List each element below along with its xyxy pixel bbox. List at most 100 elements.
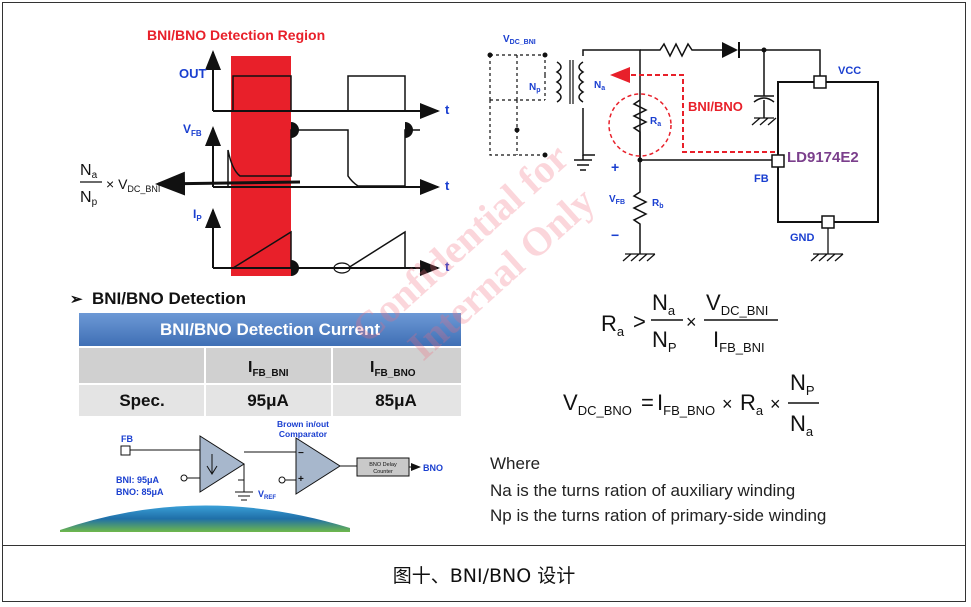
decorative-globe xyxy=(60,505,350,532)
col-header-bno: IFB_BNO xyxy=(370,359,416,379)
svg-text:IFB_BNI: IFB_BNI xyxy=(713,327,765,355)
fb-pin xyxy=(771,154,785,168)
svg-text:VDC_BNI: VDC_BNI xyxy=(706,290,768,318)
table-title: BNI/BNO Detection Current xyxy=(160,320,380,339)
equation-1: Ra > Na NP × VDC_BNI IFB_BNI xyxy=(601,290,778,355)
aux-ground xyxy=(574,159,592,171)
opamp-2 xyxy=(295,437,341,495)
detection-region-band xyxy=(231,56,291,276)
svg-text:×: × xyxy=(686,312,697,332)
svg-text:+: + xyxy=(298,474,304,485)
detection-region-title: BNI/BNO Detection Region xyxy=(147,27,325,43)
delay-line-2: Counter xyxy=(373,469,393,475)
svg-text:=: = xyxy=(641,390,654,415)
vfb-waveform xyxy=(227,129,420,187)
t-label-vfb: t xyxy=(445,178,450,193)
bullet-icon: ➢ xyxy=(70,291,83,308)
vfb-marker-2 xyxy=(405,122,413,138)
equation-2: VDC_BNO = IFB_BNO × Ra × NP Na xyxy=(563,370,819,439)
bni-bno-path-label: BNI/BNO xyxy=(688,99,743,114)
chip-name: LD9174E2 xyxy=(787,149,859,166)
svg-text:NP: NP xyxy=(790,370,815,398)
svg-text:Na: Na xyxy=(790,411,814,439)
gnd-label: GND xyxy=(790,232,815,244)
ip-label: IP xyxy=(193,207,202,223)
waveform-panel: BNI/BNO Detection Region OUT t VFB t IP … xyxy=(80,27,450,276)
comparator-section: FB BNI: 95μA BNO: 85μA − + VREF Brown in… xyxy=(60,419,443,532)
vdc-bni-label: VDC_BNI xyxy=(503,34,536,46)
svg-text:Na: Na xyxy=(80,162,98,181)
delay-line-1: BNO Delay xyxy=(369,462,397,468)
table-data-row xyxy=(79,385,461,416)
svg-text:NP: NP xyxy=(652,327,677,355)
table-header xyxy=(79,313,461,346)
minus-sign: − xyxy=(611,227,619,243)
ratio-arrow xyxy=(155,171,301,196)
detection-heading: BNI/BNO Detection xyxy=(92,289,246,308)
t-label-out: t xyxy=(445,102,450,117)
resistor-rb xyxy=(632,160,648,254)
series-resistor xyxy=(640,42,722,58)
svg-text:×: × xyxy=(770,394,781,414)
figure-caption: 图十、BNI/BNO 设计 xyxy=(392,564,576,587)
bno-output-label: BNO xyxy=(423,463,443,473)
ratio-label: Na Np × VDC_BNI xyxy=(80,162,160,208)
svg-text:Na: Na xyxy=(652,290,676,318)
out-label: OUT xyxy=(179,66,207,81)
np-label: Np xyxy=(529,82,541,94)
row-label-spec: Spec. xyxy=(119,391,164,410)
ip-marker-2 xyxy=(333,262,351,274)
na-label: Na xyxy=(594,80,605,92)
vfb-schematic-label: VFB xyxy=(609,194,625,206)
t-label-ip: t xyxy=(445,259,450,274)
svg-text:IFB_BNO: IFB_BNO xyxy=(657,390,715,418)
bni-bno-current-path xyxy=(610,67,775,153)
auxiliary-coil xyxy=(578,61,585,103)
ip-marker-1 xyxy=(291,260,299,276)
svg-text:× VDC_BNI: × VDC_BNI xyxy=(106,176,160,194)
rb-ground xyxy=(622,253,656,262)
out-waveform xyxy=(213,75,406,112)
comparator-title-1: Brown in/out xyxy=(277,419,329,429)
ra-label: Ra xyxy=(650,116,661,128)
rb-label: Rb xyxy=(652,198,664,210)
col-header-bni: IFB_BNI xyxy=(248,359,289,379)
where-label: Where xyxy=(490,454,540,473)
bni-current-label: BNI: 95μA xyxy=(116,475,160,485)
chip-ground xyxy=(810,228,844,262)
gnd-pin xyxy=(821,215,835,229)
primary-coil xyxy=(555,61,562,103)
opamp-1 xyxy=(199,435,245,493)
caption-row: 图十、BNI/BNO 设计 xyxy=(2,545,966,602)
vcc-capacitor xyxy=(753,50,775,118)
svg-text:VDC_BNO: VDC_BNO xyxy=(563,390,632,418)
svg-text:−: − xyxy=(298,448,304,459)
comparator-title-2: Comparator xyxy=(279,429,328,439)
ip-waveform xyxy=(232,230,406,269)
primary-side-dashed xyxy=(489,54,546,156)
ic-chip xyxy=(777,81,879,223)
resistor-ra xyxy=(632,99,648,160)
vfb-label: VFB xyxy=(183,122,202,138)
svg-text:>: > xyxy=(633,309,646,334)
fb-label: FB xyxy=(754,173,769,185)
current-loop-circle xyxy=(608,93,672,157)
plus-sign: + xyxy=(611,159,619,175)
svg-text:Ra: Ra xyxy=(601,311,625,339)
table-colhead-row xyxy=(79,348,461,383)
diode xyxy=(722,42,738,58)
fb-input-label: FB xyxy=(121,434,133,444)
bno-current-label: BNO: 85μA xyxy=(116,487,164,497)
np-note: Np is the turns ration of primary-side w… xyxy=(490,506,826,525)
value-bno: 85μA xyxy=(375,391,417,410)
vcc-pin xyxy=(813,75,827,89)
vfb-marker-1 xyxy=(291,122,299,138)
schematic-panel: VDC_BNI Np Na Ra R xyxy=(487,34,879,262)
value-bni: 95μA xyxy=(247,391,289,410)
vref-label: VREF xyxy=(258,489,276,501)
svg-text:Ra: Ra xyxy=(740,390,764,418)
svg-text:Np: Np xyxy=(80,189,98,208)
na-note: Na is the turns ration of auxiliary wind… xyxy=(490,481,795,500)
